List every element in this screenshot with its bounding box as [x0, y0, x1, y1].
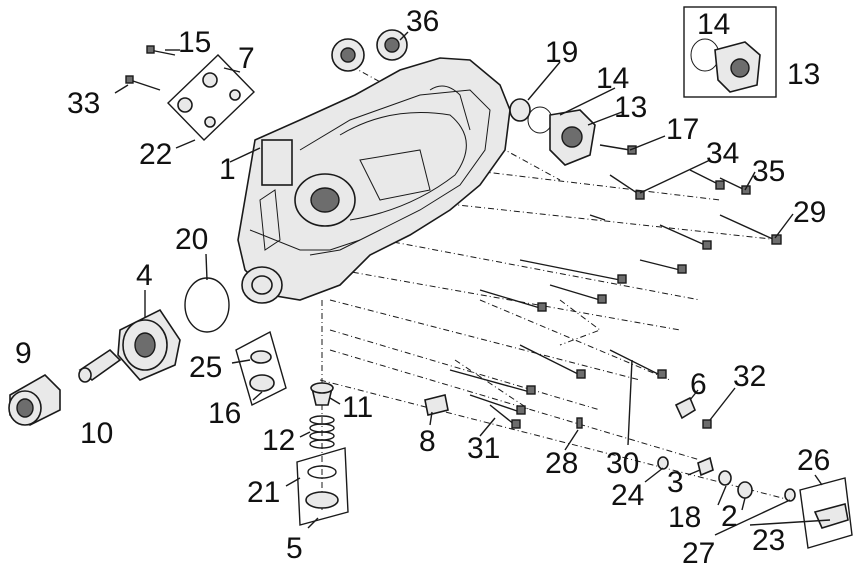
- callout-19: 19: [545, 36, 578, 69]
- callout-36: 36: [406, 5, 439, 38]
- callout-15: 15: [178, 26, 211, 59]
- callout-21: 21: [247, 476, 280, 509]
- drain-plug-box-26: [799, 477, 853, 549]
- callout-11: 11: [342, 391, 373, 424]
- callout-14: 14: [596, 62, 629, 95]
- callout-16: 16: [208, 397, 241, 430]
- callout-27: 27: [682, 537, 715, 570]
- housing-4: [117, 308, 181, 381]
- callout-31: 31: [467, 432, 500, 465]
- o-ring-20: [184, 277, 230, 333]
- callout-18: 18: [668, 501, 701, 534]
- callout-28: 28: [545, 447, 578, 480]
- callout-8: 8: [419, 425, 436, 458]
- callout-20: 20: [175, 223, 208, 256]
- callout-29: 29: [793, 196, 826, 229]
- callout-24: 24: [611, 479, 644, 512]
- crankcase-half: [237, 57, 511, 304]
- callout-32: 32: [733, 360, 766, 393]
- inset-callout-13: 13: [787, 58, 820, 91]
- assembly-axis-lines: [299, 59, 791, 501]
- filter-box-16: [235, 330, 287, 407]
- callout-12: 12: [262, 424, 295, 457]
- callout-34: 34: [706, 137, 739, 170]
- callout-leaders: [114, 31, 831, 536]
- cover-plate-7: [167, 54, 255, 141]
- callout-35: 35: [752, 155, 785, 188]
- bearings-36: [331, 29, 408, 72]
- callout-25: 25: [189, 351, 222, 384]
- callout-7: 7: [238, 42, 255, 75]
- callout-22: 22: [139, 138, 172, 171]
- callout-6: 6: [690, 368, 707, 401]
- callout-26: 26: [797, 444, 830, 477]
- inset-callout-14: 14: [697, 8, 730, 41]
- callout-3: 3: [667, 466, 684, 499]
- seal-19-and-housing-13: [509, 98, 596, 166]
- callout-30: 30: [606, 447, 639, 480]
- callout-4: 4: [136, 259, 153, 292]
- callout-33: 33: [67, 87, 100, 120]
- callout-13: 13: [614, 91, 647, 124]
- callout-23: 23: [752, 524, 785, 557]
- inset-box: [683, 6, 777, 98]
- fitting-10: [78, 348, 122, 383]
- callout-9: 9: [15, 337, 32, 370]
- callout-5: 5: [286, 532, 303, 565]
- bolts: [125, 45, 782, 429]
- callout-labels: 1 2 3 4 5 6 7 8 9 10 11 12 13 14 15 16 1…: [15, 5, 830, 570]
- callout-17: 17: [666, 113, 699, 146]
- spring-stack: [296, 300, 349, 526]
- small-parts: [424, 394, 796, 502]
- cap-9: [8, 374, 61, 426]
- callout-1: 1: [219, 153, 236, 186]
- callout-2: 2: [721, 500, 738, 533]
- callout-10: 10: [80, 417, 113, 450]
